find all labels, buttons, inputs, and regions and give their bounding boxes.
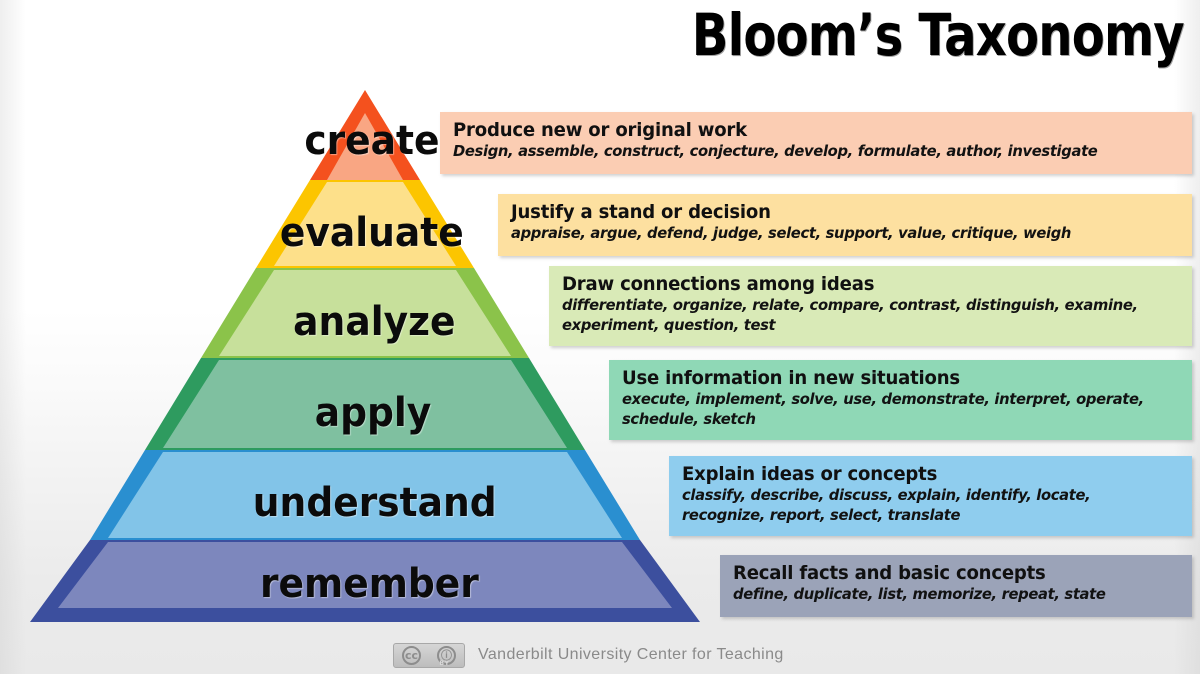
description-box-create[interactable]: Produce new or original work Design, ass… <box>440 112 1192 174</box>
description-verbs-analyze: differentiate, organize, relate, compare… <box>562 296 1138 334</box>
description-verbs-remember: define, duplicate, list, memorize, repea… <box>733 585 1106 604</box>
description-box-remember[interactable]: Recall facts and basic concepts define, … <box>720 555 1192 617</box>
tier-label-create: create <box>304 118 440 164</box>
tier-label-analyze: analyze <box>293 299 456 345</box>
pyramid-band-evaluate[interactable] <box>256 180 474 268</box>
description-verbs-understand: classify, describe, discuss, explain, id… <box>682 486 1091 524</box>
description-box-evaluate[interactable]: Justify a stand or decision appraise, ar… <box>498 194 1192 256</box>
pyramid-band-remember[interactable] <box>30 540 700 622</box>
description-verbs-create: Design, assemble, construct, conjecture,… <box>453 142 1098 161</box>
page-title: Bloom’s Taxonomy <box>691 1 1185 69</box>
description-heading-evaluate: Justify a stand or decision <box>511 201 771 223</box>
tier-label-evaluate: evaluate <box>279 210 464 256</box>
description-verbs-apply: execute, implement, solve, use, demonstr… <box>622 390 1144 428</box>
pyramid-band-apply[interactable] <box>145 358 585 450</box>
description-box-understand[interactable]: Explain ideas or concepts classify, desc… <box>669 456 1192 536</box>
pyramid-band-create[interactable] <box>310 90 420 180</box>
license-by-label: BY <box>439 659 450 667</box>
description-heading-understand: Explain ideas or concepts <box>682 463 938 485</box>
bloom-pyramid <box>30 90 700 622</box>
description-heading-remember: Recall facts and basic concepts <box>733 562 1046 584</box>
description-heading-apply: Use information in new situations <box>622 367 960 389</box>
description-box-analyze[interactable]: Draw connections among ideas differentia… <box>549 266 1192 346</box>
tier-label-remember: remember <box>259 561 479 607</box>
footer: cc ⓘ BY Vanderbilt University Center for… <box>393 640 784 670</box>
tier-label-apply: apply <box>314 390 432 436</box>
attribution-person-icon: ⓘ <box>437 645 456 665</box>
creative-commons-icon: cc <box>402 645 421 665</box>
description-heading-create: Produce new or original work <box>453 119 747 141</box>
pyramid-band-understand[interactable] <box>90 450 640 540</box>
description-heading-analyze: Draw connections among ideas <box>562 273 875 295</box>
description-box-apply[interactable]: Use information in new situations execut… <box>609 360 1192 440</box>
footer-credit-text: Vanderbilt University Center for Teachin… <box>478 646 784 663</box>
description-verbs-evaluate: appraise, argue, defend, judge, select, … <box>511 224 1072 243</box>
tier-label-understand: understand <box>252 480 497 526</box>
pyramid-band-analyze[interactable] <box>201 268 529 358</box>
creative-commons-by-badge[interactable]: cc ⓘ BY <box>393 642 465 668</box>
